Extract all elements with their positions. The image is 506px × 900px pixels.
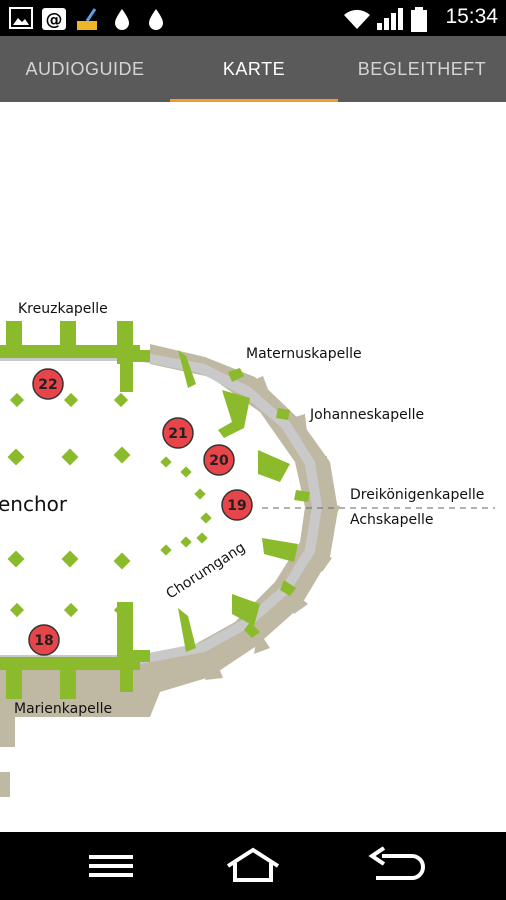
home-icon [226,847,280,882]
label-kreuzkapelle: Kreuzkapelle [18,301,108,317]
navigation-bar [0,832,506,900]
poi-number: 21 [168,426,187,442]
tab-bar: AUDIOGUIDE KARTE BEGLEITHEFT [0,36,506,102]
battery-icon [411,7,427,32]
cathedral-map[interactable]: Kreuzkapelle Maternuskapelle Johanneskap… [0,102,506,832]
floor-plan[interactable]: Kreuzkapelle Maternuskapelle Johanneskap… [0,102,506,832]
label-marienkapelle: Marienkapelle [14,701,112,717]
cleaner-icon [77,8,97,30]
back-icon [368,846,425,880]
email-icon: @ [42,8,66,30]
status-bar: @ 15:34 [0,0,506,36]
wifi-icon [344,9,370,29]
tab-begleitheft[interactable]: BEGLEITHEFT [357,59,487,79]
back-button[interactable] [360,842,430,890]
drop-icon [115,9,129,30]
poi-number: 20 [209,453,229,469]
label-chorumgang: Chorumgang [163,540,248,603]
home-button[interactable] [218,842,288,890]
active-tab-indicator [170,99,338,102]
menu-button[interactable] [76,842,146,890]
poi-number: 19 [227,498,246,514]
tab-karte[interactable]: KARTE [222,59,286,79]
svg-text:@: @ [46,10,63,30]
poi-marker-18[interactable]: 18 [28,624,60,656]
piers [7,392,212,618]
label-johanneskapelle: Johanneskapelle [309,407,424,423]
label-maternuskapelle: Maternuskapelle [246,346,362,362]
signal-icon [377,8,403,30]
menu-icon [89,855,133,877]
poi-marker-21[interactable]: 21 [162,417,194,449]
label-achskapelle: Achskapelle [350,512,434,528]
label-hochchor: enchor [0,492,68,516]
poi-number: 22 [38,377,57,393]
drop-icon [149,9,163,30]
poi-marker-22[interactable]: 22 [32,368,64,400]
gallery-icon [9,7,33,29]
walls-pillars [0,321,310,699]
poi-marker-20[interactable]: 20 [203,444,235,476]
tab-audioguide[interactable]: AUDIOGUIDE [25,59,145,79]
clock: 15:34 [445,5,498,28]
label-dreikoenigenkapelle: Dreikönigenkapelle [350,487,484,503]
poi-number: 18 [34,633,53,649]
poi-marker-19[interactable]: 19 [221,489,253,521]
